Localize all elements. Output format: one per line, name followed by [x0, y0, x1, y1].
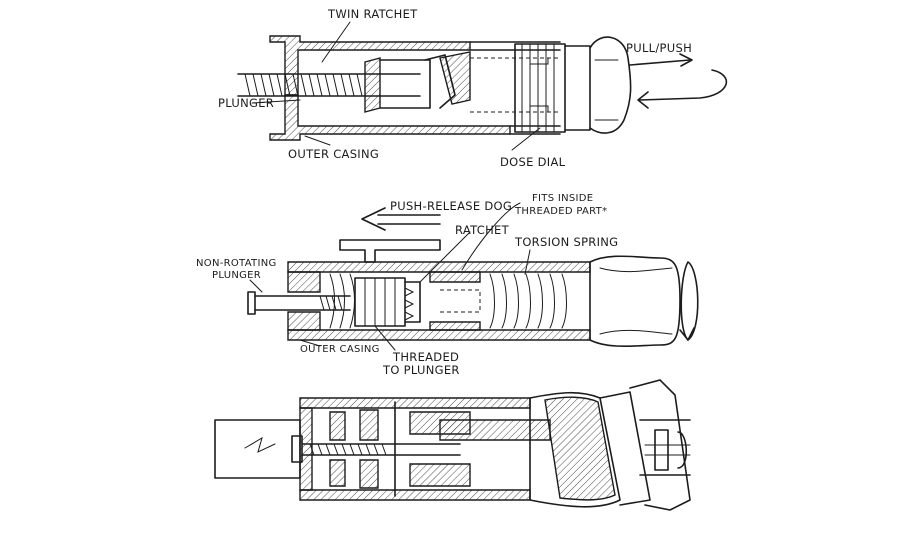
pull-push-arrows	[629, 53, 728, 109]
tube-break-mark	[244, 436, 276, 453]
leader-dose-dial	[511, 127, 541, 151]
leader-plunger	[251, 99, 301, 104]
cutaway-casing	[299, 397, 531, 501]
sketch-twin-ratchet-mechanism: TWIN RATCHET PLUNGER OUTER CASING DOSE D…	[218, 7, 728, 169]
label-push-release-dog: PUSH-RELEASE DOG	[390, 199, 512, 213]
torsion-spring	[489, 273, 567, 329]
leader-fits-inside	[461, 202, 521, 271]
threaded-nut	[354, 277, 406, 327]
label-ratchet: RATCHET	[455, 223, 510, 237]
angled-grip	[529, 391, 651, 508]
label-threaded-2: TO PLUNGER	[382, 363, 460, 377]
leader-threaded	[374, 325, 396, 351]
outer-casing-top	[269, 35, 561, 96]
label-plunger: PLUNGER	[218, 96, 274, 110]
label-fits-inside-1: FITS INSIDE	[532, 193, 593, 204]
needle-tube	[214, 419, 301, 479]
ratchet	[404, 281, 421, 323]
dose-dial	[514, 43, 591, 133]
leader-twin-ratchet	[321, 21, 351, 63]
label-non-rotating-1: NON-ROTATING	[196, 258, 277, 269]
pull-push-knob	[589, 36, 632, 134]
leader-outer-casing-1	[304, 135, 331, 146]
label-torsion-spring: TORSION SPRING	[514, 235, 618, 249]
end-dial	[629, 379, 691, 511]
leader-non-rotating	[249, 279, 263, 293]
push-release-arrow	[361, 207, 441, 231]
inner-threaded-part	[429, 271, 481, 331]
sketch-cutaway-mechanism	[214, 379, 691, 511]
twin-ratchet	[364, 51, 471, 113]
push-release-dog	[339, 239, 441, 263]
outer-casing-bottom	[269, 94, 561, 141]
label-twin-ratchet: TWIN RATCHET	[327, 7, 418, 21]
label-outer-casing-1: OUTER CASING	[288, 147, 379, 161]
leader-outer-casing-2	[299, 339, 321, 347]
label-fits-inside-2: THREADED PART*	[514, 206, 607, 217]
label-non-rotating-2: PLUNGER	[212, 270, 261, 281]
rotation-arrow	[679, 261, 699, 341]
leader-torsion-spring	[524, 249, 531, 275]
label-pull-push: PULL/PUSH	[626, 41, 692, 55]
rod-threads	[309, 443, 387, 456]
leader-ratchet	[419, 231, 471, 283]
label-threaded-1: THREADED	[392, 350, 459, 364]
rotating-grip	[589, 255, 681, 348]
internal-gears	[329, 401, 551, 497]
sketch-torsion-spring-mechanism: PUSH-RELEASE DOG FITS INSIDE THREADED PA…	[196, 193, 699, 377]
outer-casing-2	[287, 261, 591, 341]
label-outer-casing-2: OUTER CASING	[300, 344, 380, 355]
plunger-rod	[237, 73, 421, 97]
label-dose-dial: DOSE DIAL	[500, 155, 566, 169]
threaded-rod	[301, 443, 461, 456]
